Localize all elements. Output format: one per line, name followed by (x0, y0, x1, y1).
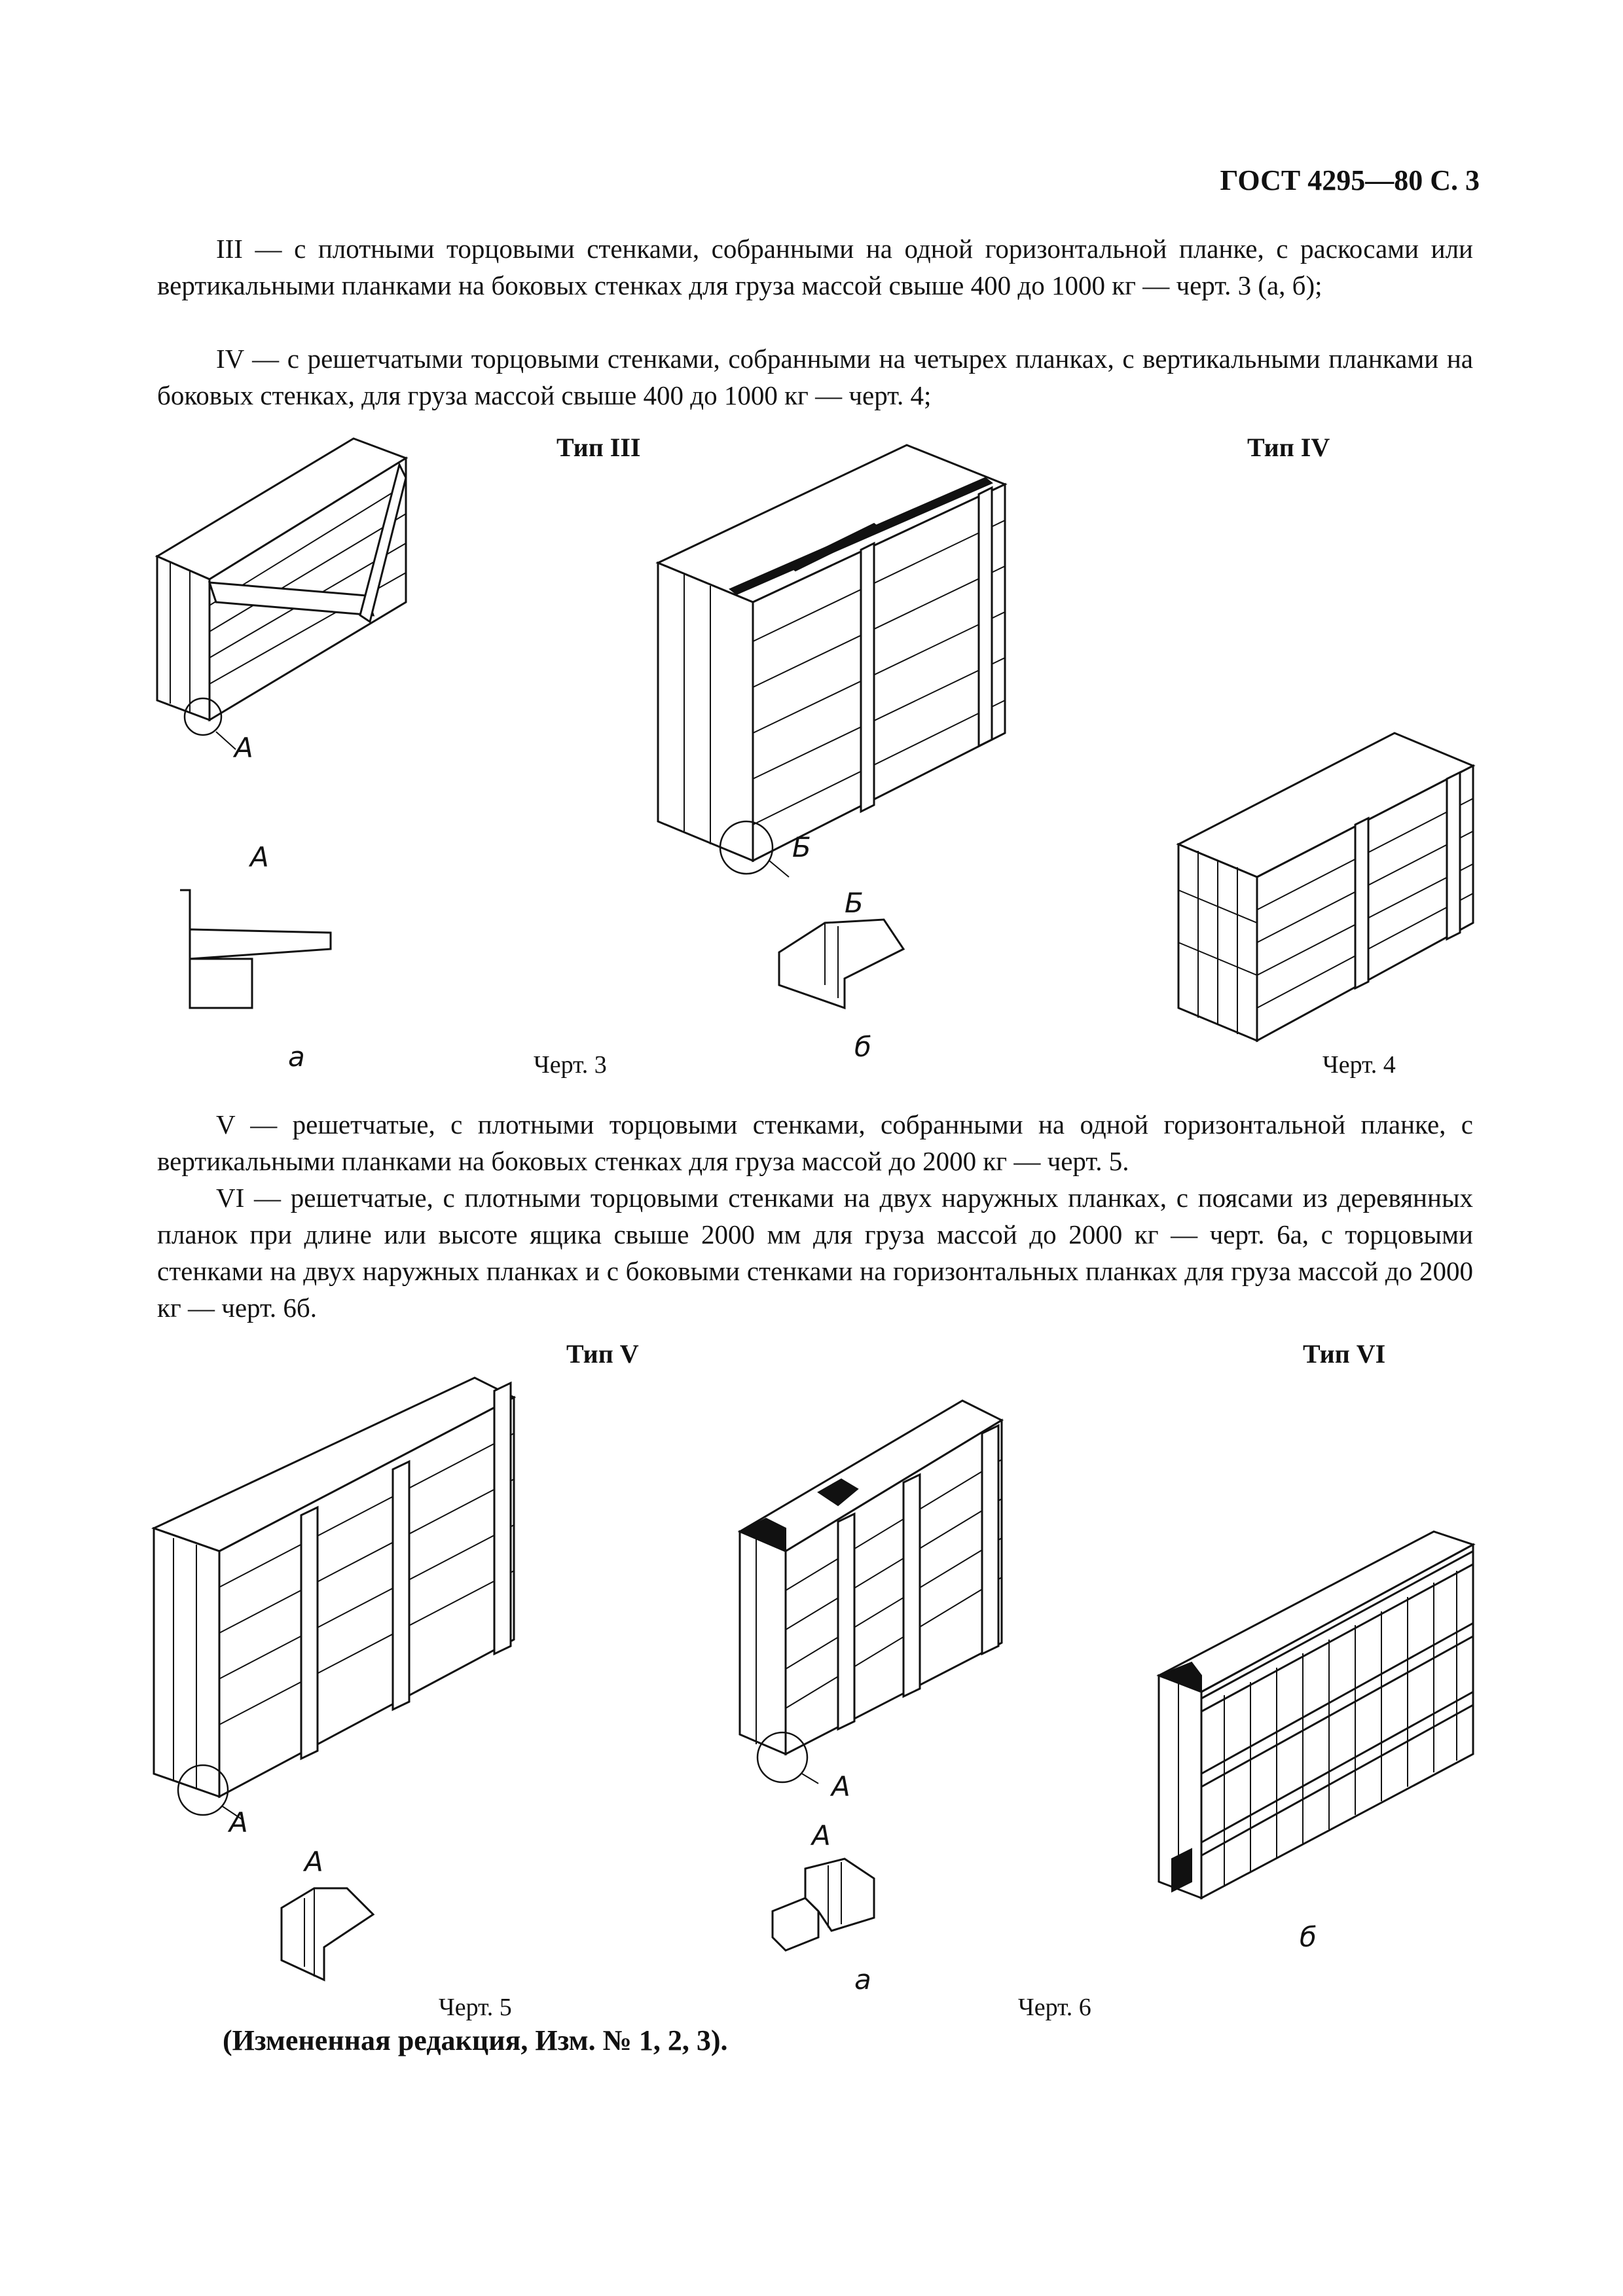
crate-iii-slats-drawing (655, 444, 1008, 878)
footer-note: (Измененная редакция, Изм. № 1, 2, 3). (223, 2024, 728, 2056)
detail-a-title-3: А (250, 841, 269, 873)
type-v-label: Тип V (566, 1339, 639, 1369)
detail-a-drawing-3 (180, 889, 332, 1009)
type-iv-label: Тип IV (1247, 433, 1330, 462)
paragraph-type-vi: VI — решетчатые, с плотными торцовыми ст… (157, 1183, 1473, 1323)
paragraph-type-iv: IV — с решетчатыми торцовыми стенками, с… (157, 344, 1473, 410)
page-header: ГОСТ 4295—80 С. 3 (1220, 164, 1480, 196)
detail-a-drawing-5 (280, 1887, 375, 1982)
sub-b-3: б (854, 1031, 871, 1063)
caption-fig-6: Черт. 6 (1018, 1994, 1091, 2021)
sub-b-6: б (1300, 1921, 1317, 1953)
crate-vi-a-drawing (737, 1399, 1004, 1784)
type-iii-label: Тип III (556, 433, 641, 462)
detail-a-title-5: А (304, 1846, 323, 1878)
detail-a-marker-6: А (831, 1770, 850, 1803)
detail-a-drawing-6 (771, 1857, 875, 1952)
detail-b-marker-3: Б (792, 831, 811, 863)
detail-a-marker-3: А (234, 732, 253, 764)
caption-fig-3: Черт. 3 (534, 1051, 607, 1079)
detail-a-title-6: А (812, 1820, 831, 1852)
crate-v-drawing (151, 1376, 517, 1820)
crate-vi-b-drawing (1156, 1530, 1476, 1900)
crate-iii-brace-drawing (155, 437, 409, 750)
sub-a-6: а (854, 1964, 871, 1996)
detail-a-marker-5: А (229, 1806, 248, 1839)
caption-fig-5: Черт. 5 (439, 1994, 512, 2021)
sub-a-3: а (288, 1041, 305, 1073)
paragraph-type-v: V — решетчатые, с плотными торцовыми сте… (157, 1109, 1473, 1176)
type-vi-label: Тип VI (1303, 1339, 1386, 1369)
detail-b-title-3: Б (845, 887, 864, 919)
caption-fig-4: Черт. 4 (1322, 1051, 1396, 1079)
paragraph-type-iii: III — с плотными торцовыми стенками, соб… (157, 234, 1473, 300)
crate-iv-drawing (1176, 732, 1476, 1043)
detail-b-drawing-3 (778, 918, 905, 1010)
